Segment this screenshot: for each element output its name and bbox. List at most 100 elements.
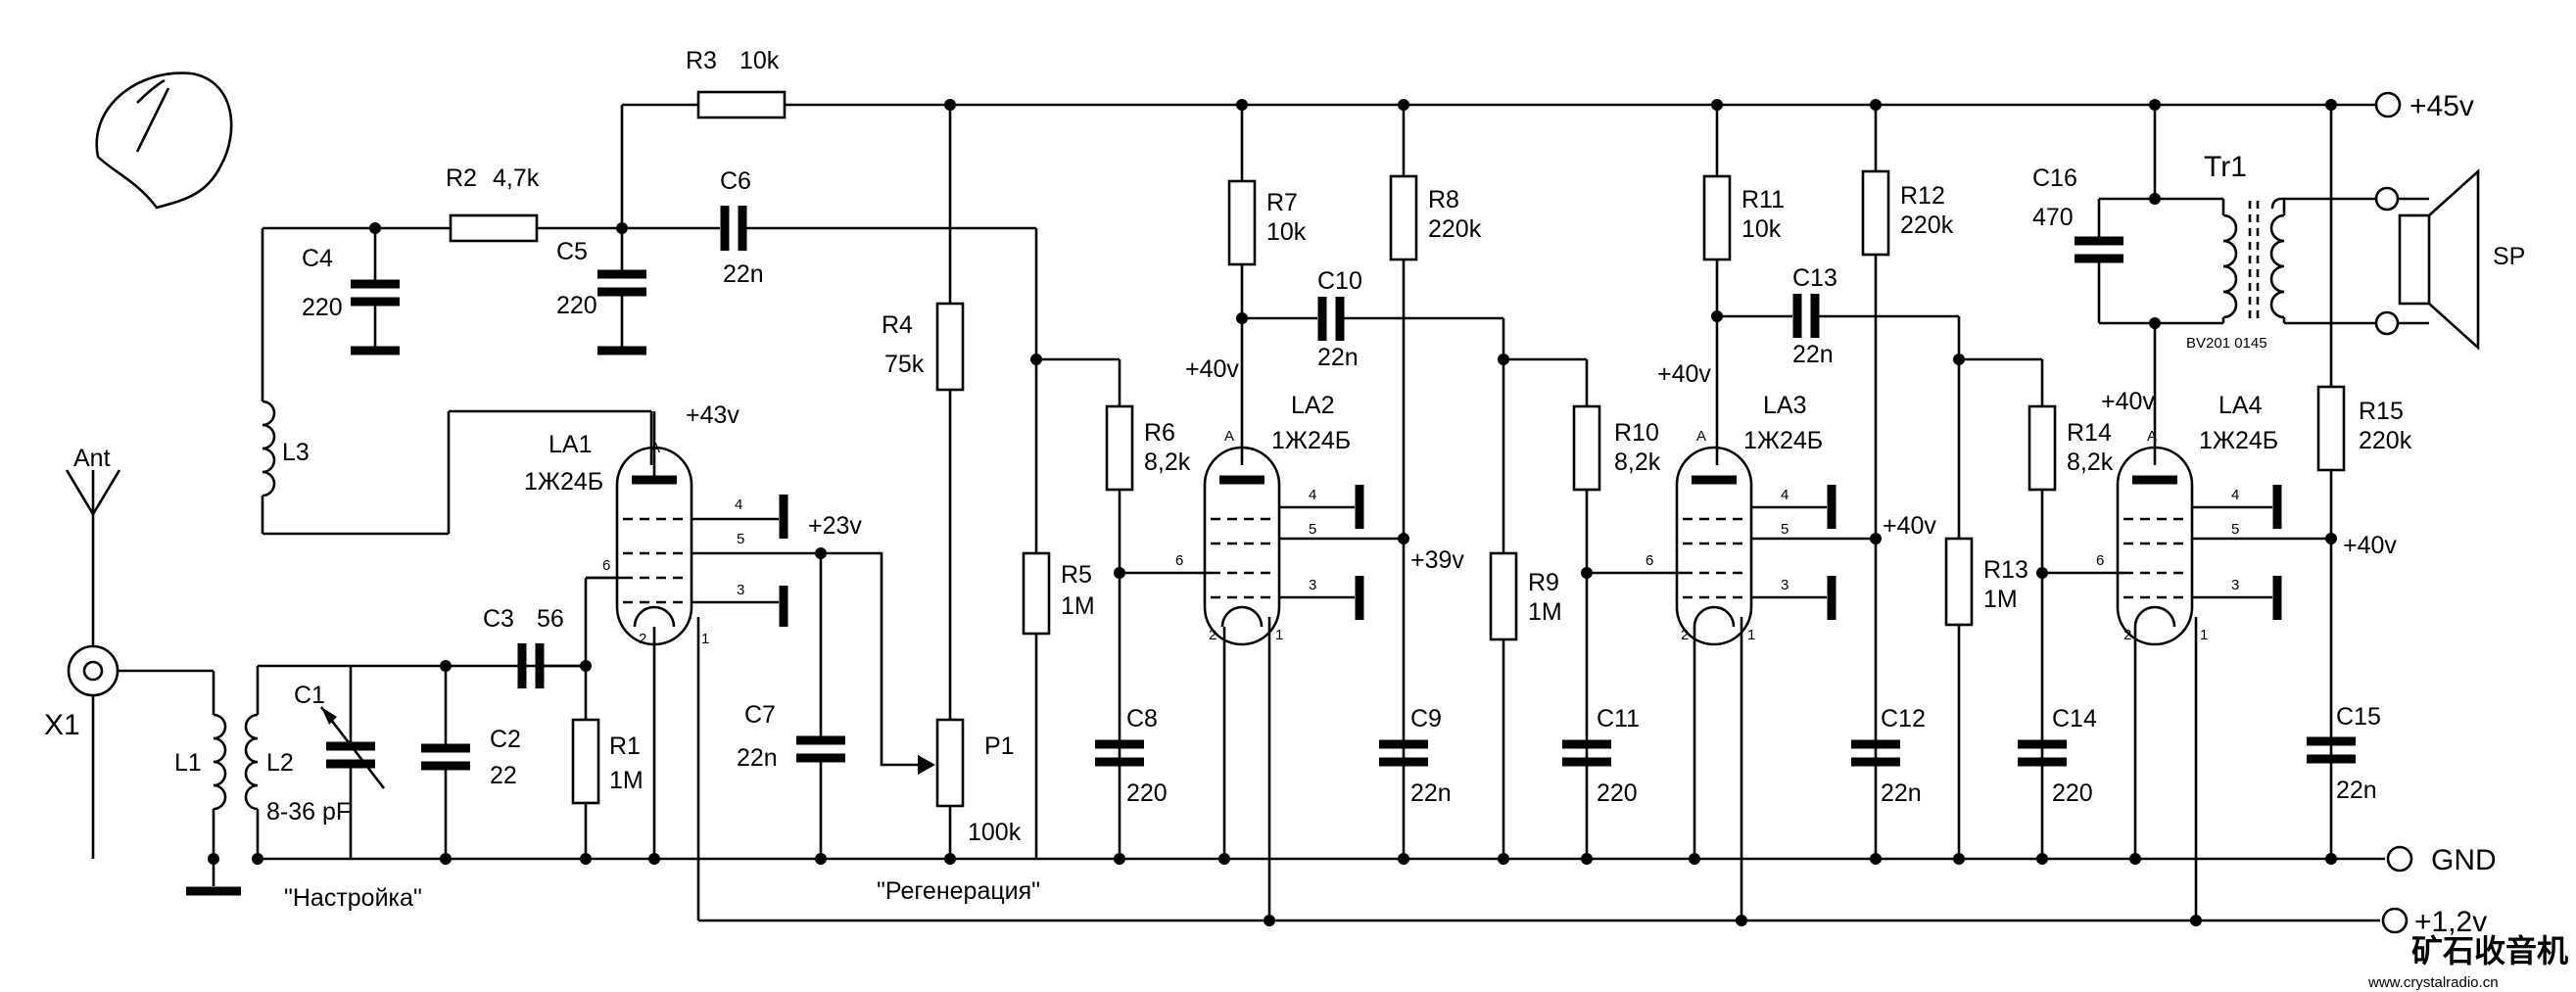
inductor-l3-label: L3	[282, 439, 310, 466]
resistor-r12-value: 220k	[1900, 212, 1954, 239]
resistor-r13-value: 1M	[1983, 586, 2018, 613]
la2-anode-voltage: +40v	[1185, 355, 1239, 383]
resistor-r15-value: 220k	[2359, 427, 2412, 454]
la3-pin-1: 1	[1747, 627, 1755, 643]
resistor-r9-value: 1M	[1528, 598, 1562, 626]
tube-la4: A 4 5 3 6 2 1 LA4 1Ж24Б +40v +40v	[2096, 388, 2397, 921]
la3-pin-3: 3	[1781, 577, 1789, 593]
inductor-l3: L3	[261, 228, 653, 536]
tube-la2-type: 1Ж24Б	[1271, 427, 1351, 454]
resistor-r3: R3 10k	[686, 47, 787, 119]
la3-pin-5: 5	[1781, 521, 1789, 538]
resistor-r8-name: R8	[1428, 186, 1459, 213]
la3-screen-voltage: +40v	[1883, 512, 1936, 540]
resistor-r3-value: 10k	[739, 47, 780, 74]
resistor-r5-value: 1M	[1061, 592, 1095, 620]
tube-la3-type: 1Ж24Б	[1743, 427, 1823, 454]
resistor-r14-value: 8,2k	[2067, 449, 2114, 476]
resistor-r4: R4 75k	[882, 302, 965, 392]
la3-pin-4: 4	[1781, 487, 1789, 503]
capacitor-c16: C16 470	[2032, 165, 2123, 263]
capacitor-c6: C6 22n	[720, 167, 764, 288]
resistor-r6: R6 8,2k	[1105, 404, 1191, 859]
resistor-r7: R7 10k	[1227, 179, 1307, 266]
resistor-r2: R2 4,7k	[446, 165, 540, 243]
la4-pin-2: 2	[2123, 627, 2131, 643]
resistor-r11: R11 10k	[1702, 174, 1785, 261]
la4-pin-6: 6	[2096, 552, 2104, 569]
la4-anode-voltage: +40v	[2101, 388, 2155, 415]
transformer-tr1-name: Tr1	[2204, 151, 2247, 183]
watermark: 矿石收音机 www.crystalradio.cn	[2367, 933, 2568, 991]
resistor-r10-value: 8,2k	[1614, 449, 1661, 476]
capacitor-c6-name: C6	[720, 167, 751, 195]
speaker-sp: SP	[2398, 168, 2525, 351]
capacitor-c2-name: C2	[490, 726, 521, 753]
tube-la3-name: LA3	[1763, 392, 1806, 419]
la3-anode-voltage: +40v	[1657, 360, 1711, 388]
la3-pin-2: 2	[1681, 627, 1689, 643]
capacitor-c3-value: 56	[537, 605, 564, 633]
transformer-tr1: Tr1 BV201 0145	[2186, 151, 2375, 352]
la2-pin-2: 2	[1209, 627, 1216, 643]
capacitor-c8: C8 220	[1095, 705, 1168, 807]
tuning-capacitor-c1-value: 8-36 pF	[266, 798, 351, 826]
potentiometer-p1-name: P1	[984, 732, 1015, 760]
tube-la2-name: LA2	[1291, 392, 1334, 419]
antenna-symbol: Ant	[65, 445, 121, 646]
caption-tuning: "Настройка"	[284, 884, 422, 912]
la1-pin-1: 1	[701, 631, 709, 647]
capacitor-c14-name: C14	[2052, 705, 2097, 732]
tube-la2: A 4 5 3 6 2 1 LA2 1Ж24Б +40v +39v	[1175, 355, 1464, 921]
resistor-r6-name: R6	[1144, 419, 1175, 447]
la2-pin-6: 6	[1175, 552, 1183, 569]
la2-pin-5: 5	[1309, 521, 1316, 538]
resistor-r14: R14 8,2k	[2027, 404, 2114, 859]
hand-drawn-doodle	[95, 71, 233, 210]
capacitor-c7: C7 22n	[737, 553, 845, 859]
la4-pin-5: 5	[2231, 521, 2239, 538]
resistor-r1: R1 1M	[571, 578, 644, 859]
la4-pin-a: A	[2147, 428, 2157, 445]
la1-anode-voltage: +43v	[686, 402, 739, 429]
capacitor-c9-name: C9	[1410, 705, 1442, 732]
capacitor-c15-value: 22n	[2336, 777, 2377, 804]
la4-pin-3: 3	[2231, 577, 2239, 593]
capacitor-c4-name: C4	[302, 245, 333, 272]
resistor-r10-name: R10	[1614, 419, 1659, 447]
la1-pin-3: 3	[737, 582, 744, 598]
resistor-r15-name: R15	[2359, 398, 2404, 425]
capacitor-c5-name: C5	[556, 238, 588, 265]
resistor-r13: R13 1M	[1944, 537, 2028, 859]
la3-pin-a: A	[1696, 428, 1706, 445]
capacitor-c6-value: 22n	[723, 260, 764, 288]
antenna-label: Ant	[73, 445, 111, 472]
capacitor-c8-name: C8	[1126, 705, 1158, 732]
junction-dots	[208, 99, 2337, 926]
capacitor-c5-value: 220	[556, 292, 597, 319]
la4-pin-1: 1	[2200, 627, 2208, 643]
capacitor-c3-name: C3	[483, 605, 514, 633]
capacitor-c2: C2 22	[421, 666, 521, 859]
tube-la4-type: 1Ж24Б	[2199, 427, 2278, 454]
inductor-l1: L1	[174, 671, 227, 859]
resistor-r9-name: R9	[1528, 569, 1559, 596]
la4-screen-voltage: +40v	[2343, 532, 2397, 559]
capacitor-c9: C9 22n	[1379, 705, 1452, 807]
capacitor-c10-value: 22n	[1317, 344, 1359, 371]
capacitor-c13: C13 22n	[1792, 264, 1837, 368]
rail-plus45: +45v	[622, 90, 2474, 122]
capacitor-c9-value: 22n	[1410, 779, 1452, 807]
rail-plus12-label: +1,2v	[2414, 906, 2487, 938]
capacitor-c7-value: 22n	[737, 744, 778, 772]
rail-plus12: +1,2v	[698, 906, 2487, 938]
capacitor-c14: C14 220	[2018, 705, 2097, 807]
capacitor-c10-name: C10	[1317, 267, 1362, 295]
resistor-r11-name: R11	[1741, 186, 1785, 213]
capacitor-c4-value: 220	[302, 294, 343, 321]
la1-pin-5: 5	[737, 531, 744, 547]
speaker-terminal-top	[2374, 186, 2400, 212]
capacitor-c12-value: 22n	[1881, 779, 1922, 807]
la4-pin-4: 4	[2231, 487, 2239, 503]
